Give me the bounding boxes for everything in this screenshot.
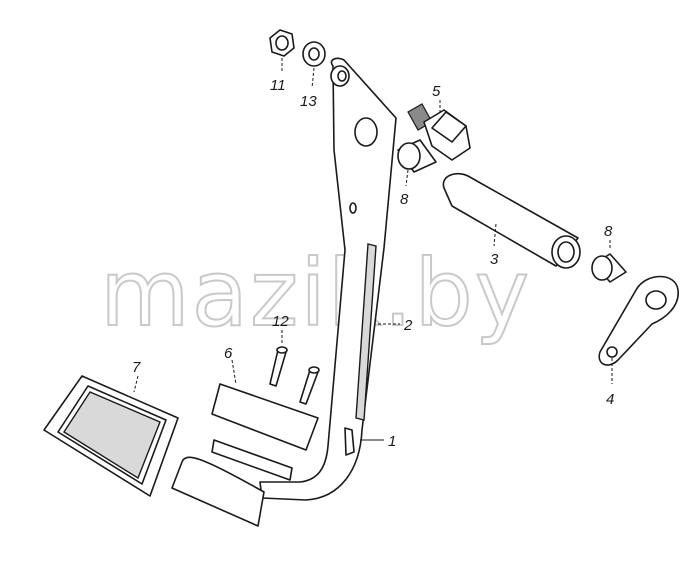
part-8-bushing-lower xyxy=(591,253,627,283)
callout-3: 3 xyxy=(490,251,499,268)
callout-8-upper: 8 xyxy=(400,191,409,208)
callout-1: 1 xyxy=(388,433,396,450)
part-4-link-lever xyxy=(598,275,679,366)
watermark-text: mazik.by xyxy=(100,240,531,347)
part-2-lever-strip xyxy=(355,243,377,421)
leader-lines xyxy=(133,58,613,441)
callout-13: 13 xyxy=(300,93,317,110)
callout-4: 4 xyxy=(606,391,614,408)
part-3-shaft-tube xyxy=(442,172,581,269)
callout-labels: 11 13 5 8 3 8 4 2 12 6 7 1 xyxy=(132,77,614,450)
part-12-pins xyxy=(269,346,320,405)
callout-11: 11 xyxy=(270,77,286,94)
callout-5: 5 xyxy=(432,83,441,100)
part-13-washer xyxy=(302,41,326,67)
callout-6: 6 xyxy=(224,345,233,362)
part-8-bushing-upper xyxy=(397,139,437,173)
part-6-pad-plates xyxy=(171,383,319,527)
part-7-rubber-pad xyxy=(43,375,179,497)
part-5-bolt xyxy=(407,103,471,161)
callout-12: 12 xyxy=(272,313,289,330)
callout-8-lower: 8 xyxy=(604,223,613,240)
callout-2: 2 xyxy=(403,317,413,334)
callout-7: 7 xyxy=(132,359,141,376)
part-11-nut xyxy=(269,29,295,57)
